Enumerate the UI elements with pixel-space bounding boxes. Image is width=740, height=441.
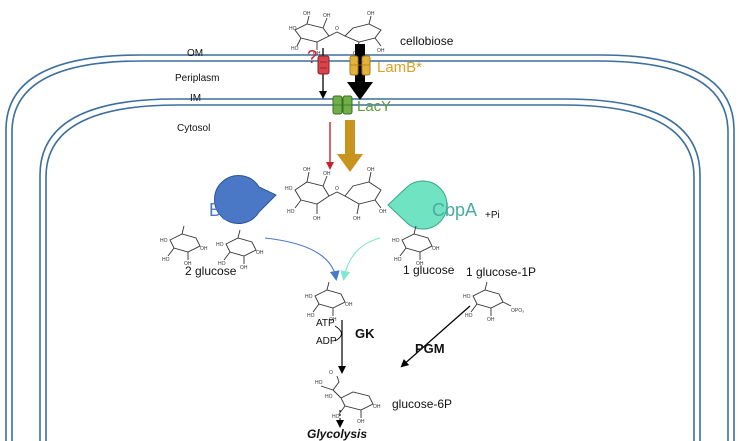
svg-text:OH: OH [313, 51, 321, 57]
svg-text:O: O [335, 186, 339, 192]
glycolysis-label: Glycolysis [307, 427, 367, 441]
inner-membrane [39, 98, 701, 441]
atp-label: ATP [316, 318, 335, 329]
one-glucose-structure: HO HO OH OH [392, 225, 440, 267]
svg-text:HO: HO [162, 257, 170, 263]
gold-uptake-arrow [337, 120, 363, 172]
lamb-transporter [349, 55, 371, 76]
svg-text:OH: OH [373, 404, 381, 410]
glucose-1p-label: 1 glucose-1P [466, 265, 536, 279]
svg-text:OH: OH [303, 167, 311, 173]
svg-text:HO: HO [160, 238, 168, 244]
svg-text:OH: OH [377, 48, 385, 54]
bgla-label: BglA [209, 200, 247, 220]
cbpa-to-glucose-arrow [340, 237, 381, 281]
glucose-6p-label: glucose-6P [392, 397, 452, 411]
periplasm-label: Periplasm [175, 73, 219, 84]
svg-text:OH: OH [184, 261, 192, 267]
svg-text:OPO₃: OPO₃ [511, 308, 524, 314]
glucose-1p-structure: HO HO OH OPO₃ [463, 281, 524, 323]
svg-text:OH: OH [303, 11, 311, 17]
svg-text:OH: OH [323, 171, 331, 177]
adp-label: ADP [316, 336, 337, 347]
bgla-to-glucose-arrow [264, 237, 340, 281]
two-glucose-structure: HO HO OH OH HO HO OH OH [160, 225, 264, 271]
svg-text:OH: OH [256, 250, 264, 256]
svg-text:OH: OH [323, 13, 331, 19]
svg-text:HO: HO [287, 209, 295, 215]
lacy-transporter [332, 95, 353, 115]
svg-text:HO: HO [463, 294, 471, 300]
central-glucose-structure: HO HO OH OH [305, 281, 353, 323]
gk-label: GK [355, 326, 375, 341]
one-glucose-label: 1 glucose [403, 263, 455, 277]
pgm-label: PGM [415, 341, 445, 356]
svg-text:O: O [329, 370, 333, 376]
atp-adp-curve [334, 325, 342, 342]
svg-text:HO: HO [325, 394, 333, 400]
svg-text:OH: OH [379, 209, 387, 215]
svg-text:OH: OH [313, 216, 321, 222]
svg-text:OH: OH [353, 216, 361, 222]
lamb-flux-arrow [347, 44, 373, 100]
svg-text:OH: OH [345, 302, 353, 308]
svg-text:OH: OH [432, 246, 440, 252]
svg-text:HO: HO [216, 242, 224, 248]
cellobiose-label: cellobiose [400, 34, 454, 48]
svg-text:HO: HO [291, 46, 299, 52]
svg-text:OH: OH [329, 317, 337, 323]
svg-text:OH: OH [357, 419, 365, 425]
cellobiose-structure: HO OH OH HO OH O OH OH OH [289, 11, 385, 57]
svg-text:HO: HO [289, 26, 297, 32]
om-label: OM [187, 48, 203, 59]
svg-text:HO: HO [394, 257, 402, 263]
svg-text:HO: HO [315, 380, 323, 386]
cytosol-cellobiose-structure: HO OH OH HO OH O OH OH OH [285, 167, 387, 222]
svg-text:HO: HO [218, 261, 226, 267]
glucose-6p-structure: O HO HO HO OH OH [315, 370, 381, 425]
cbpa-enzyme-shape [387, 180, 448, 230]
cytosol-label: Cytosol [177, 123, 210, 134]
svg-text:HO: HO [332, 414, 340, 420]
svg-text:HO: HO [307, 313, 315, 319]
svg-text:HO: HO [392, 238, 400, 244]
im-label: IM [190, 93, 201, 104]
svg-text:HO: HO [305, 294, 313, 300]
two-glucose-label: 2 glucose [185, 264, 237, 278]
lacy-label: LacY [357, 98, 391, 115]
unknown-porin-question: ? [307, 47, 317, 67]
bgla-enzyme-shape [214, 175, 277, 224]
svg-text:OH: OH [416, 261, 424, 267]
svg-text:OH: OH [487, 317, 495, 323]
svg-text:OH: OH [200, 246, 208, 252]
cbpa-label: CbpA [432, 200, 477, 220]
pgm-arrow [400, 305, 471, 368]
svg-text:O: O [335, 26, 339, 32]
unknown-porin [317, 55, 330, 75]
svg-text:OH: OH [240, 265, 248, 271]
svg-text:OH: OH [367, 11, 375, 17]
svg-text:HO: HO [285, 186, 293, 192]
svg-text:HO: HO [465, 313, 473, 319]
svg-text:OH: OH [367, 167, 375, 173]
lamb-label: LamB* [377, 59, 422, 76]
phosphate-label: +Pi [485, 210, 500, 221]
